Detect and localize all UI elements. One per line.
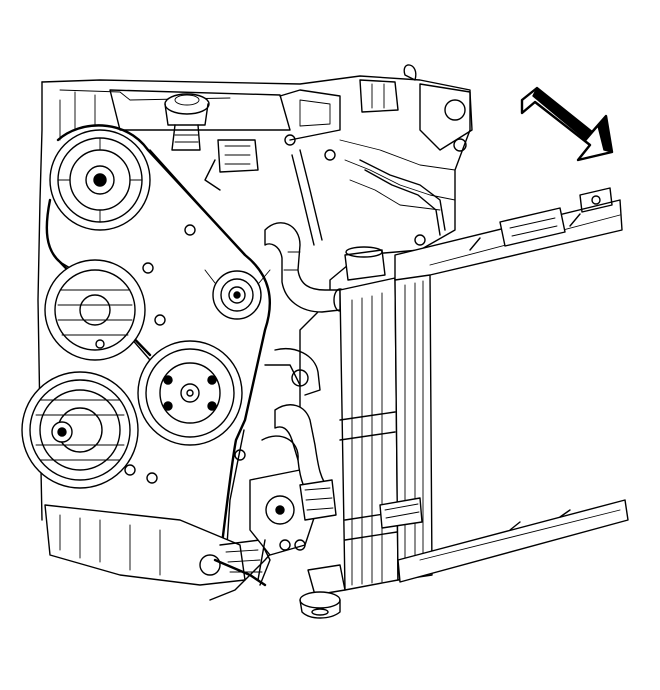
thermostat-housing xyxy=(264,348,321,396)
fasteners xyxy=(124,134,426,551)
power-steering-pulley xyxy=(49,129,151,231)
radiator xyxy=(339,187,629,591)
oil-filler-cap xyxy=(164,93,210,151)
lower-radiator-hose xyxy=(261,404,337,521)
sensor-connector xyxy=(204,139,259,191)
upper-radiator-hose xyxy=(264,222,347,313)
idler-pulley xyxy=(204,269,271,320)
water-pump-pulley xyxy=(137,340,243,446)
direction-arrow-icon xyxy=(520,86,614,162)
crankshaft-balancer xyxy=(21,371,139,489)
cooler-lines xyxy=(291,149,446,246)
ac-compressor xyxy=(44,504,271,587)
alternator xyxy=(44,259,146,361)
radiator-mount xyxy=(299,564,346,619)
